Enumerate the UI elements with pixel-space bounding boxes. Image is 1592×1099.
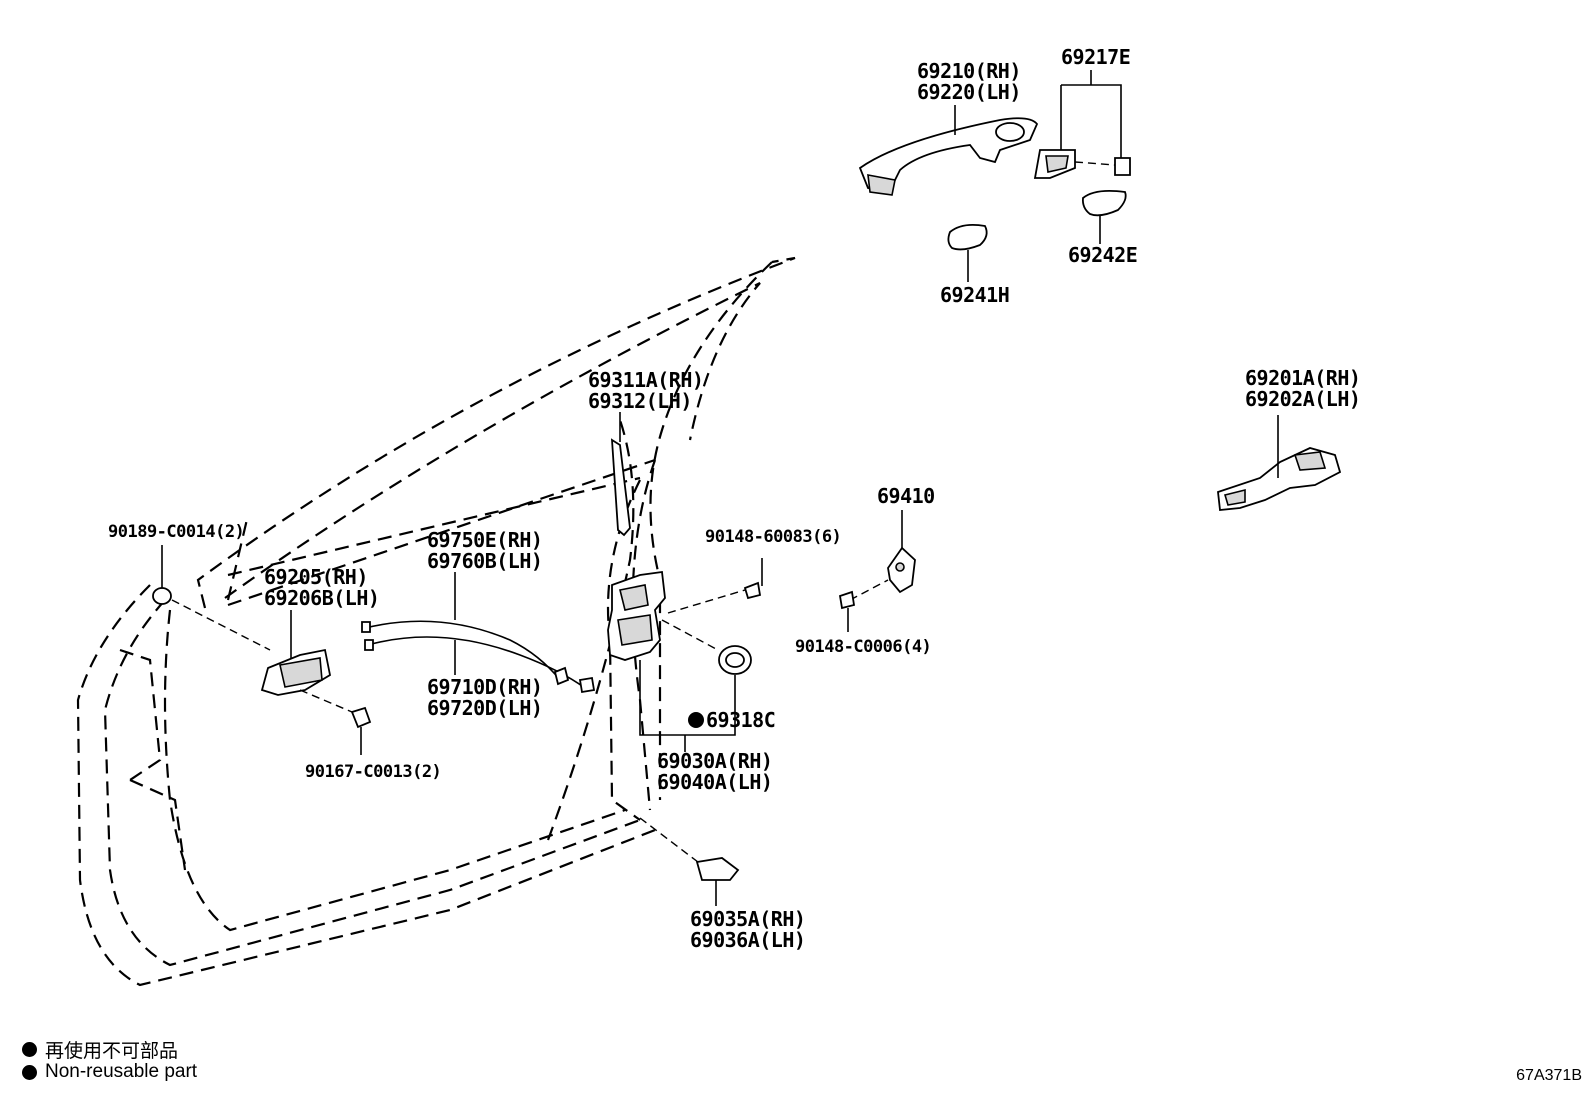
part-label-69035a: 69035A(RH) (690, 907, 805, 931)
pad-69242e (1081, 189, 1127, 244)
part-label-69312: 69312(LH) (588, 389, 692, 413)
part-label-69202a: 69202A(LH) (1245, 387, 1360, 411)
clip-90189 (152, 545, 271, 651)
lock-rod (610, 412, 631, 537)
part-label-69241h: 69241H (940, 283, 1009, 307)
handle-frame (1217, 415, 1342, 511)
part-label-90148-60083: 90148-60083(6) (705, 527, 841, 547)
part-label-69710d: 69710D(RH) (427, 675, 542, 699)
non-reusable-marker (688, 712, 704, 728)
part-label-69040a: 69040A(LH) (657, 770, 772, 794)
outside-handle (858, 105, 1039, 196)
legend-text-en: Non-reusable part (45, 1061, 198, 1082)
part-label-90167: 90167-C0013(2) (305, 762, 441, 782)
part-label-69206b: 69206B(LH) (264, 586, 379, 610)
legend-bullet (22, 1042, 37, 1057)
screw-90167 (299, 689, 372, 755)
part-label-69030a: 69030A(RH) (657, 749, 772, 773)
part-label-90189: 90189-C0014(2) (108, 522, 244, 542)
part-label-69410: 69410 (877, 484, 935, 508)
part-label-69201a: 69201A(RH) (1245, 366, 1360, 390)
part-label-69318c: 69318C (706, 708, 775, 732)
protector-69035a (639, 817, 740, 906)
part-label-69760b: 69760B(LH) (427, 549, 542, 573)
part-label-69311a: 69311A(RH) (588, 368, 703, 392)
cable-assembly (361, 572, 596, 694)
part-label-69036a: 69036A(LH) (690, 928, 805, 952)
door-lock-assembly (607, 570, 736, 752)
legend-text-ja: 再使用不可部品 (45, 1041, 179, 1062)
part-label-69205: 69205(RH) (264, 565, 368, 589)
legend-japanese: 再使用不可部品 (22, 1036, 178, 1063)
part-label-90148-c0006: 90148-C0006(4) (795, 637, 931, 657)
pad-69241h (947, 223, 988, 282)
seal-69318c (661, 619, 752, 728)
striker-69410 (849, 510, 916, 601)
label-69210-69220: 69210(RH) 69220(LH) (917, 59, 1021, 104)
part-label-69720d: 69720D(LH) (427, 696, 542, 720)
inside-handle (260, 610, 332, 696)
part-label-69220: 69220(LH) (917, 80, 1021, 104)
part-label-69242e: 69242E (1068, 243, 1137, 267)
part-label-69217e: 69217E (1061, 45, 1130, 69)
handle-cover-69217e (1033, 70, 1131, 179)
door-outline (76, 256, 796, 987)
screw-90148-60083 (667, 558, 763, 614)
legend-english: Non-reusable part (22, 1061, 197, 1083)
part-label-69210: 69210(RH) (917, 59, 1021, 83)
part-label-69750e: 69750E(RH) (427, 528, 542, 552)
diagram-code: 67A371B (1516, 1067, 1582, 1084)
screw-90148-c0006 (838, 590, 856, 632)
legend-bullet (22, 1064, 37, 1080)
